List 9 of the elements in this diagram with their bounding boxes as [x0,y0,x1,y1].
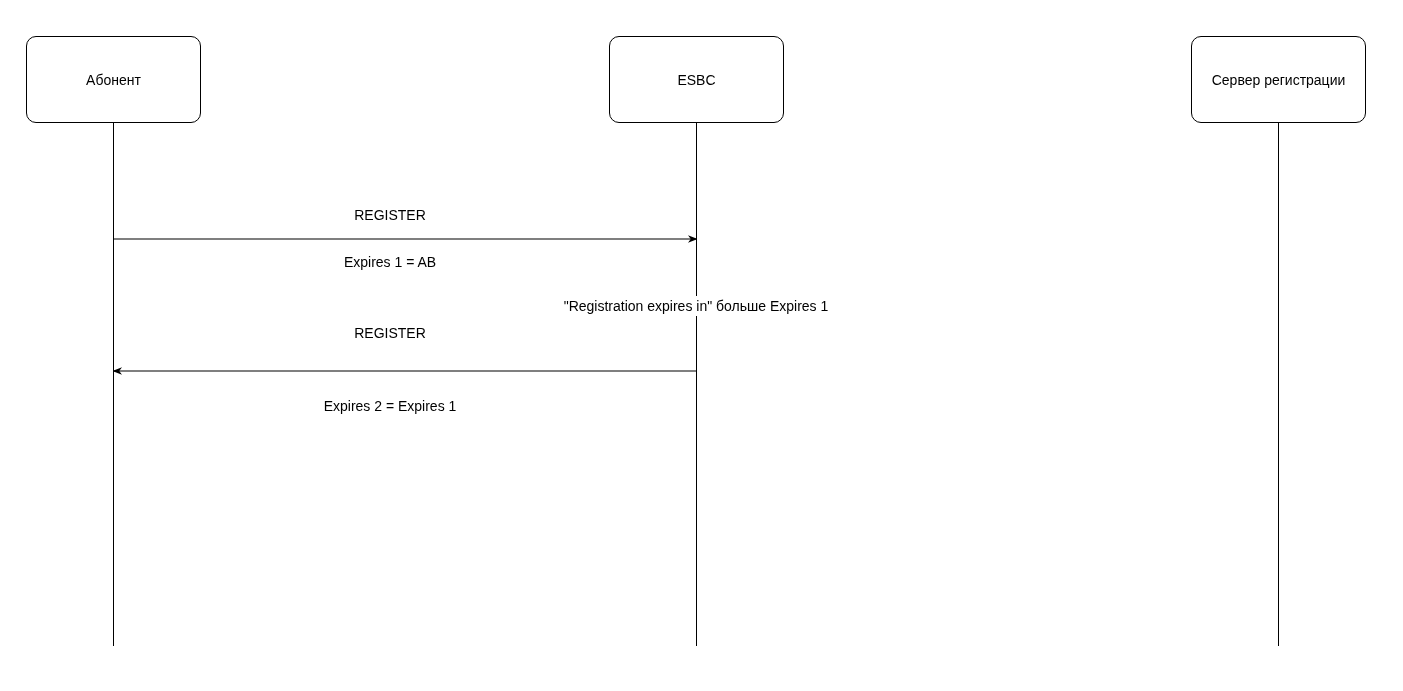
message-arrow [112,235,698,243]
participant-box: Сервер регистрации [1191,36,1366,123]
note-text: Expires 2 = Expires 1 [323,398,457,414]
message-arrow [112,367,698,375]
participant-box: ESBC [609,36,784,123]
edge-label: REGISTER [354,325,426,341]
edge-label: REGISTER [354,207,426,223]
participant-box: Абонент [26,36,201,123]
note-text: Expires 1 = AB [343,254,437,270]
